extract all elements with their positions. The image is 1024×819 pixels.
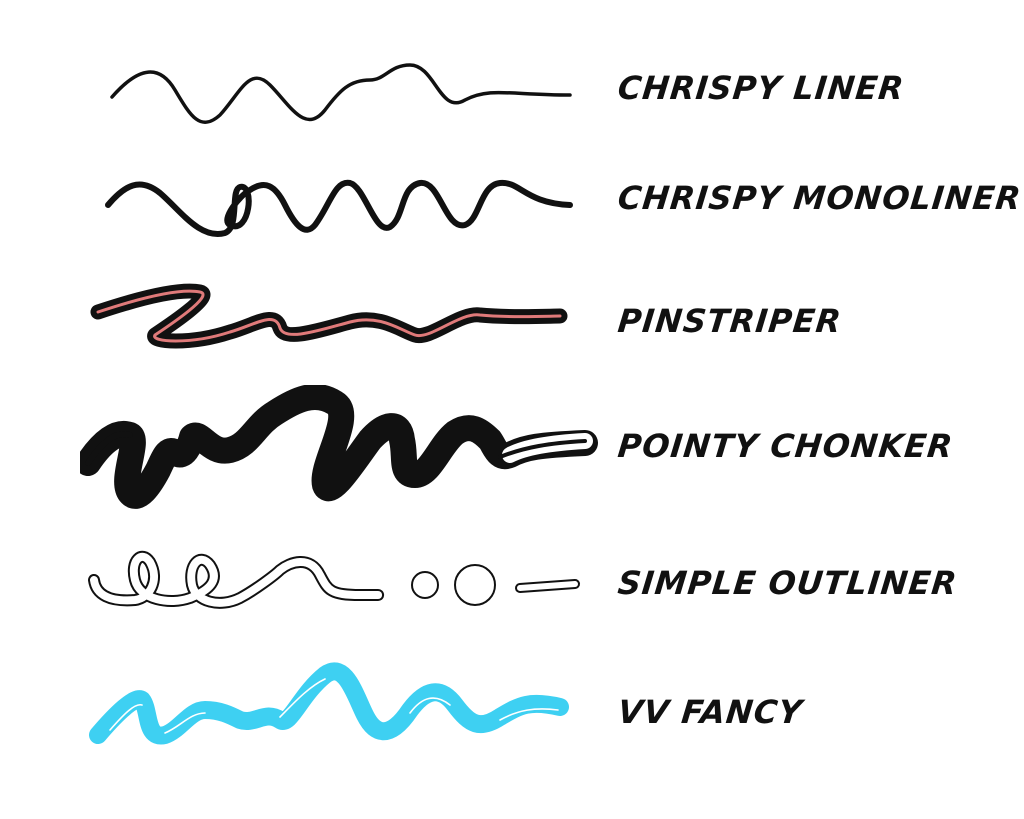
brush-row-simple-outliner: SIMPLE OUTLINER (0, 540, 1024, 630)
brush-label: CHRISPY MONOLINER (616, 179, 1024, 217)
brush-row-pinstriper: PINSTRIPER (0, 280, 1024, 370)
simple-outliner-stroke (88, 550, 580, 609)
brush-row-vv-fancy: VV FANCY (0, 655, 1024, 765)
brush-label: SIMPLE OUTLINER (616, 564, 960, 602)
brush-row-chrispy-liner: CHRISPY LINER (0, 55, 1024, 145)
brush-label: POINTY CHONKER (616, 427, 956, 465)
brush-label: PINSTRIPER (616, 302, 844, 340)
vv-fancy-stroke (89, 662, 569, 745)
brush-label: VV FANCY (616, 693, 805, 731)
pointy-chonker-stroke (80, 385, 598, 509)
chrispy-liner-stroke (110, 63, 572, 124)
chrispy-monoliner-stroke (105, 179, 573, 238)
pinstriper-stroke (90, 283, 568, 349)
brush-row-pointy-chonker: POINTY CHONKER (0, 385, 1024, 515)
brush-row-chrispy-monoliner: CHRISPY MONOLINER (0, 165, 1024, 255)
brush-label: CHRISPY LINER (616, 69, 907, 107)
